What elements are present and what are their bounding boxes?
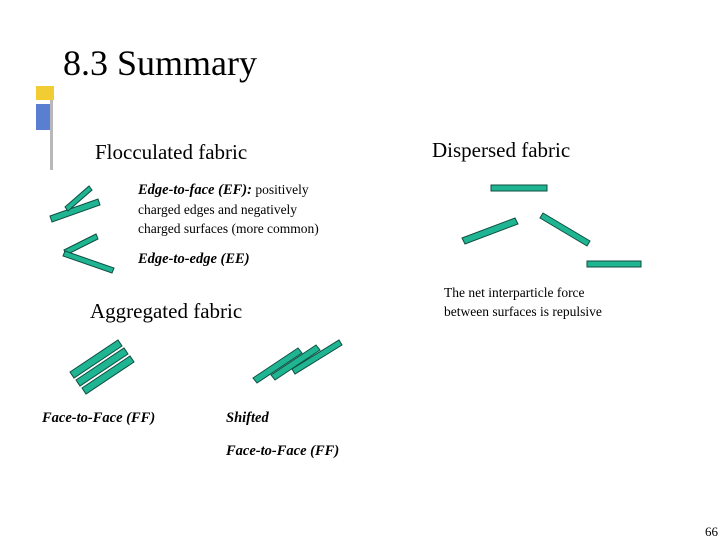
dispersed-note-line-2: between surfaces is repulsive bbox=[444, 304, 602, 319]
dispersed-note: The net interparticle force between surf… bbox=[444, 283, 674, 321]
title-decoration-line bbox=[50, 100, 53, 170]
dispersed-particle-bottom bbox=[586, 260, 642, 268]
ee-particle-1 bbox=[63, 233, 99, 256]
flocculated-heading: Flocculated fabric bbox=[95, 140, 248, 164]
ef-text-line-1: positively bbox=[251, 182, 309, 197]
slide-title: 8.3 Summary bbox=[63, 43, 257, 83]
shifted-particle-3 bbox=[291, 339, 343, 375]
dispersed-particle-top bbox=[490, 184, 548, 192]
title-decoration-yellow bbox=[36, 86, 54, 100]
shifted-particle-2 bbox=[270, 344, 321, 381]
dispersed-heading: Dispersed fabric bbox=[432, 138, 571, 162]
ef-particle-edge bbox=[64, 185, 93, 212]
shifted-face-to-face-label: Face-to-Face (FF) bbox=[226, 443, 340, 459]
edge-to-edge-label: Edge-to-edge (EE) bbox=[138, 251, 250, 267]
edge-to-face-label: Edge-to-face (EF): bbox=[138, 182, 252, 198]
edge-to-face-description: Edge-to-face (EF): positively charged ed… bbox=[138, 180, 378, 238]
ee-particle-2 bbox=[62, 250, 115, 274]
dispersed-particle-right bbox=[539, 212, 591, 247]
ef-text-line-2: charged edges and negatively bbox=[138, 202, 298, 217]
dispersed-particle-left bbox=[461, 217, 519, 245]
ff-particle-1 bbox=[69, 339, 123, 379]
ef-text-line-3: charged surfaces (more common) bbox=[138, 221, 319, 236]
ef-particle-face bbox=[49, 198, 101, 223]
face-to-face-label: Face-to-Face (FF) bbox=[42, 410, 156, 426]
page-number: 66 bbox=[705, 524, 718, 539]
title-decoration-blue bbox=[36, 104, 52, 130]
aggregated-heading: Aggregated fabric bbox=[90, 299, 243, 323]
ff-particle-2 bbox=[75, 347, 129, 387]
dispersed-note-line-1: The net interparticle force bbox=[444, 285, 585, 300]
ff-particle-3 bbox=[81, 355, 135, 395]
shifted-particle-1 bbox=[252, 347, 303, 384]
shifted-label: Shifted bbox=[226, 410, 269, 426]
